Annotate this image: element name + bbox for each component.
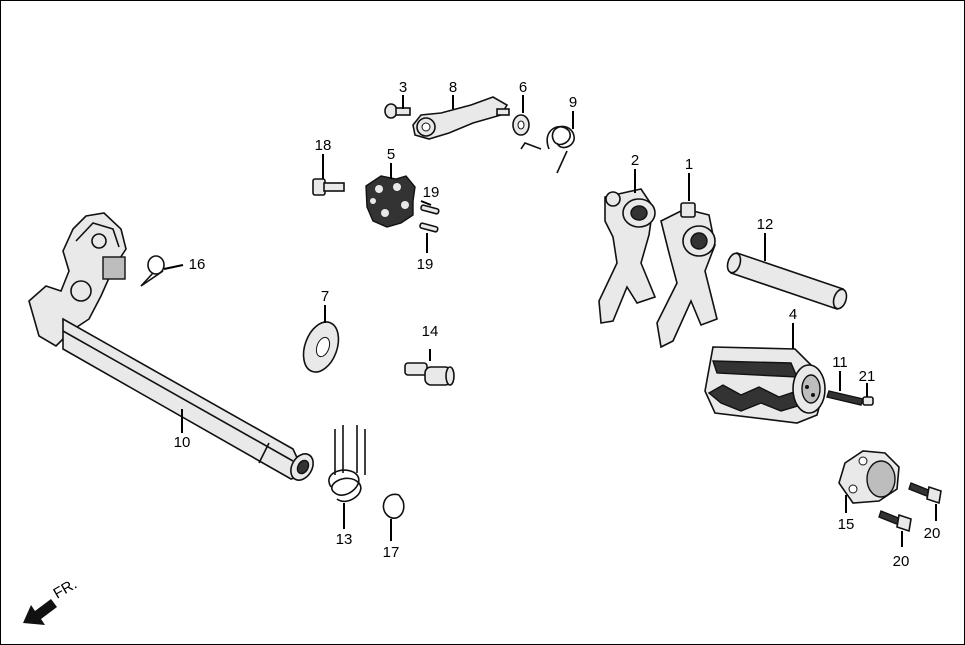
label-11: 11 <box>832 354 848 371</box>
label-1: 1 <box>685 156 693 173</box>
label-8: 8 <box>449 79 457 96</box>
leader-19a <box>420 200 432 206</box>
label-13: 13 <box>336 531 353 548</box>
pin-19-part <box>419 204 440 233</box>
spring-16-part <box>140 255 165 287</box>
washer-7-part <box>302 321 340 373</box>
bolt-18-part <box>312 178 345 196</box>
shift-fork-2-part <box>598 188 657 324</box>
label-7: 7 <box>321 288 329 305</box>
label-6: 6 <box>519 79 527 96</box>
label-12: 12 <box>757 216 774 233</box>
label-3: 3 <box>399 79 407 96</box>
label-20b: 20 <box>893 553 910 570</box>
circlip-17-part <box>382 493 405 519</box>
label-14: 14 <box>422 323 439 340</box>
front-direction-label: FR. <box>51 576 80 603</box>
label-2: 2 <box>631 152 639 169</box>
label-15: 15 <box>838 516 855 533</box>
label-16: 16 <box>189 256 206 273</box>
label-9: 9 <box>569 94 577 111</box>
star-cam-5-part <box>365 175 416 228</box>
stopper-arm-8-part <box>412 96 510 140</box>
label-10: 10 <box>174 434 191 451</box>
label-18: 18 <box>315 137 332 154</box>
fork-shaft-12-part <box>726 251 848 311</box>
label-19a: 19 <box>423 184 440 201</box>
shift-drum-4-part <box>704 346 826 424</box>
front-direction-arrow-icon <box>23 599 57 625</box>
pin-14-part <box>404 349 455 386</box>
shift-shaft-part <box>28 212 314 481</box>
label-21: 21 <box>859 368 876 385</box>
bearing-holder-15-part <box>838 450 900 504</box>
pin-21-part <box>862 396 874 406</box>
bolt-20b-part <box>878 510 912 533</box>
washer-6-part <box>512 114 530 136</box>
label-17: 17 <box>383 544 400 561</box>
bolt-20a-part <box>908 482 942 505</box>
shift-fork-1-part <box>656 202 718 349</box>
spring-9-part <box>520 125 575 174</box>
spring-13-part <box>328 425 366 503</box>
label-4: 4 <box>789 306 797 323</box>
label-19b: 19 <box>417 256 434 273</box>
pin-11-part <box>826 390 864 406</box>
leader-16 <box>163 264 184 270</box>
label-5: 5 <box>387 146 395 163</box>
bolt-3-part <box>384 103 411 119</box>
label-20a: 20 <box>924 525 941 542</box>
